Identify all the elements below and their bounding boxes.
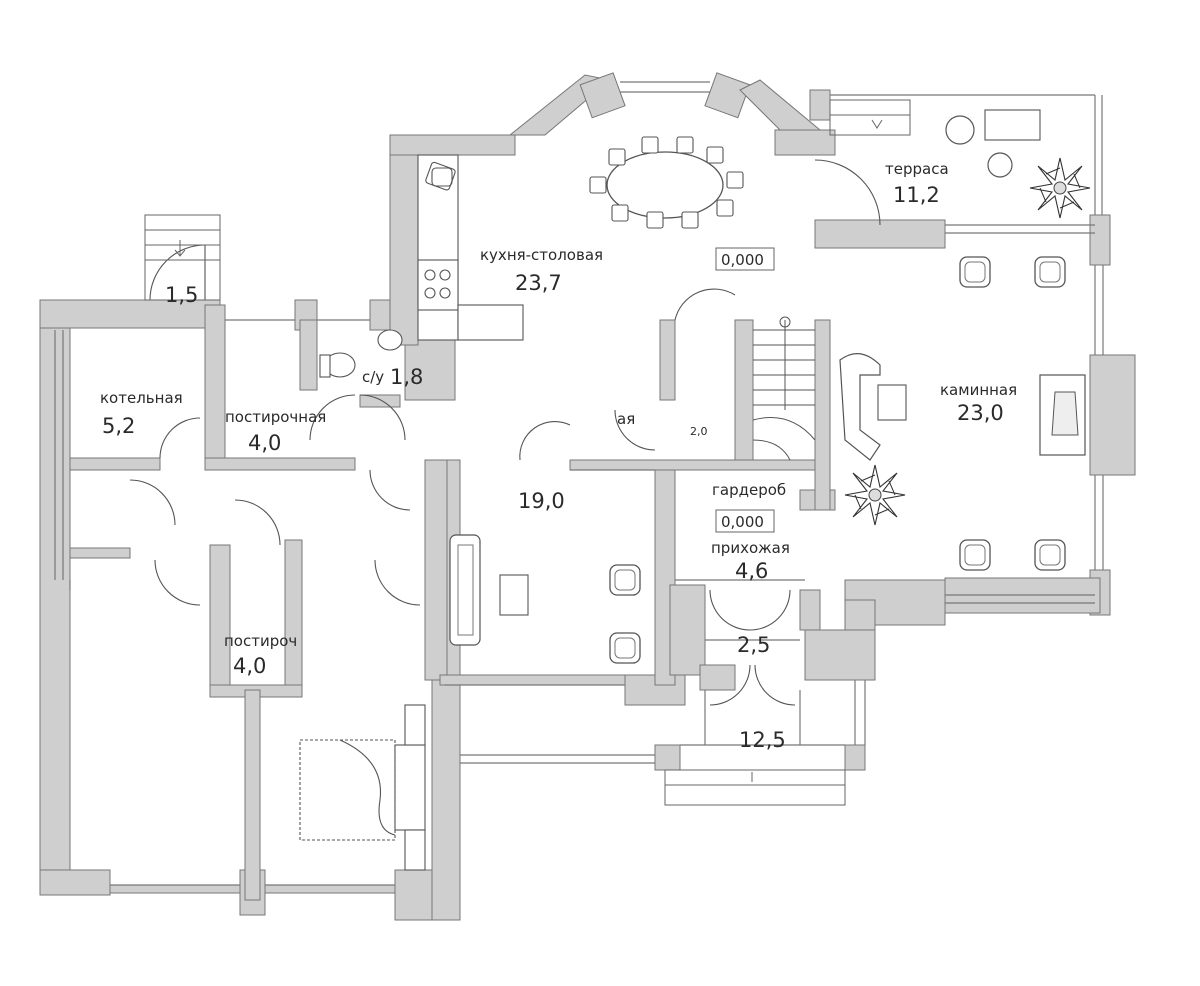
entrance-area: 4,6 — [735, 559, 768, 583]
hall-furniture — [449, 534, 641, 664]
small-closet-name: ая — [617, 410, 635, 428]
kitchen-level: 0,000 — [721, 251, 764, 269]
entrance-level: 0,000 — [721, 513, 764, 531]
laundry-name: постирочная — [225, 408, 326, 426]
doors — [129, 159, 881, 706]
vestibule-area: 2,5 — [737, 633, 770, 657]
terrace-name: терраса — [885, 160, 949, 178]
walls — [39, 72, 1136, 921]
kitchen-name: кухня-столовая — [480, 246, 603, 264]
laundry2-name: постироч — [224, 632, 297, 650]
terrace-area: 11,2 — [893, 183, 940, 207]
fireplace-name: каминная — [940, 381, 1017, 399]
staircase — [752, 316, 816, 461]
porch-area: 12,5 — [739, 728, 786, 752]
porch-step-area: 1,5 — [165, 283, 198, 307]
window-lines — [54, 81, 1104, 886]
wc-area: 1,8 — [390, 365, 423, 389]
small-closet-area: 2,0 — [690, 425, 708, 438]
wc-name: с/у — [362, 368, 384, 386]
fireplace-furniture — [839, 256, 1086, 571]
laundry2-area: 4,0 — [233, 654, 266, 678]
entrance-name: прихожая — [711, 539, 790, 557]
dining-table — [589, 136, 744, 229]
wc-fixtures — [319, 167, 453, 378]
laundry-area: 4,0 — [248, 431, 281, 455]
boiler-area: 5,2 — [102, 414, 135, 438]
steps — [144, 99, 911, 806]
hall-area: 19,0 — [518, 489, 565, 513]
bed — [299, 704, 426, 871]
boiler-name: котельная — [100, 389, 183, 407]
fireplace-area: 23,0 — [957, 401, 1004, 425]
wardrobe-name: гардероб — [712, 481, 786, 499]
kitchen-area: 23,7 — [515, 271, 562, 295]
kitchen-counter — [417, 154, 524, 341]
room-labels: терраса 11,2 кухня-столовая 23,7 0,000 к… — [100, 160, 1017, 752]
terrace-furniture — [945, 109, 1091, 219]
